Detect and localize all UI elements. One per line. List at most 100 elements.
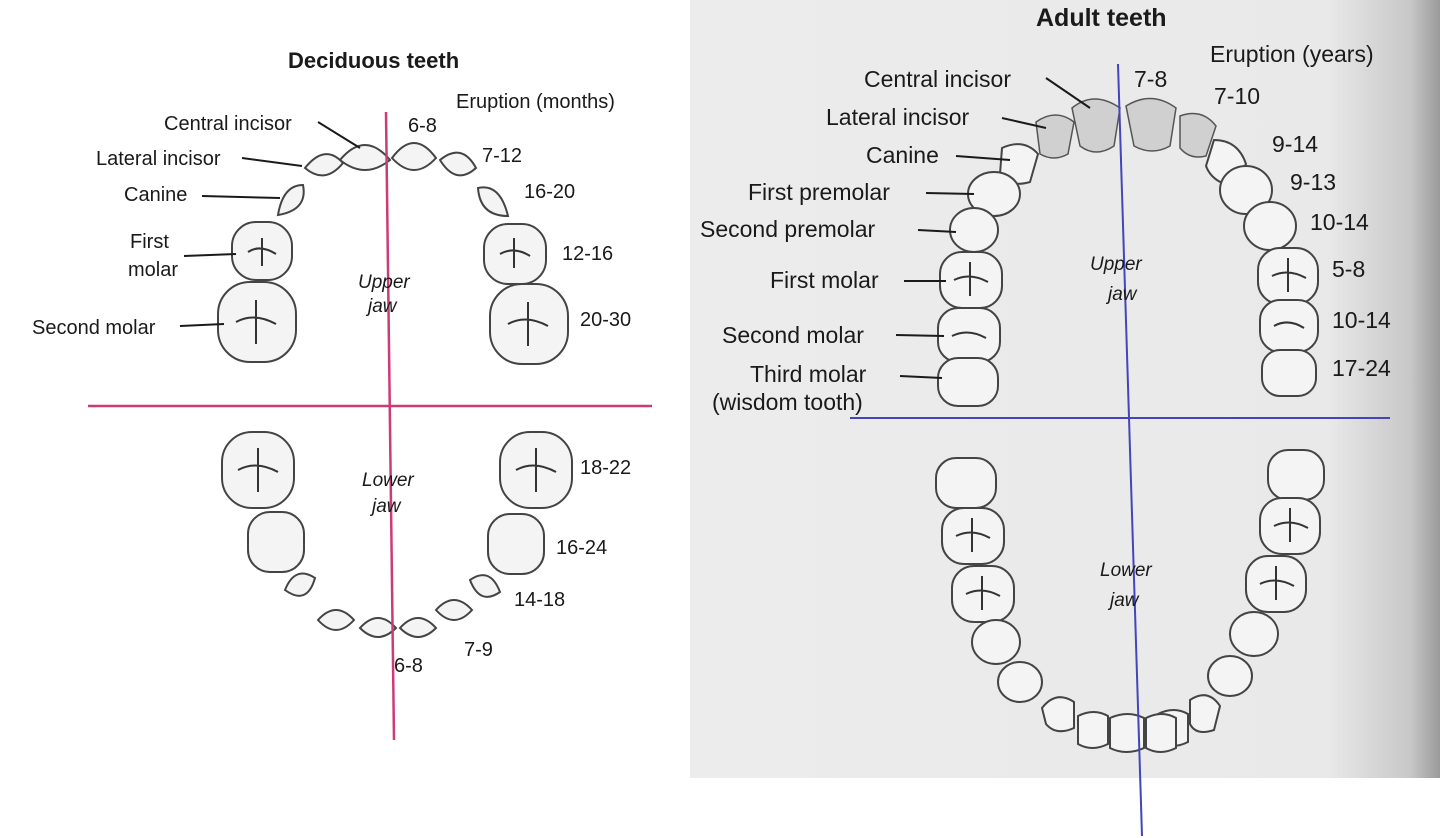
deciduous-lower-eruption-lateral-incisor: 7-9 (464, 639, 493, 661)
adult-eruption-second-molar: 10-14 (1332, 307, 1391, 333)
adult-title: Adult teeth (1036, 4, 1167, 32)
adult-eruption-first-premolar: 9-13 (1290, 169, 1336, 195)
deciduous-upper-jaw-label-line2: jaw (365, 296, 398, 317)
deciduous-lower-jaw-label-line1: Lower (362, 470, 414, 491)
fissure-line (507, 302, 549, 346)
deciduous-upper-eruption-canine: 16-20 (524, 181, 575, 203)
fissure-line (1271, 258, 1307, 292)
deciduous-label-second-molar: Second molar (32, 317, 156, 339)
tooth-lower-left-third-molar (935, 457, 997, 509)
leader-line (899, 375, 943, 379)
tooth-upper-left-second-molar (937, 307, 1001, 363)
leader-line (179, 323, 225, 327)
adult-upper-jaw-label-line2: jaw (1105, 284, 1138, 305)
fissure-line (235, 300, 277, 344)
leader-line (955, 155, 1011, 161)
adult-label-third-molar-line1: Third molar (750, 361, 867, 387)
adult-eruption-canine: 9-14 (1272, 131, 1318, 157)
deciduous-label-canine: Canine (124, 184, 187, 206)
tooth-upper-left-canine (276, 183, 305, 217)
tooth-upper-right-third-molar (1261, 349, 1317, 397)
tooth-lower-left-canine (283, 572, 317, 597)
tooth-upper-right-lateral-incisor (1179, 112, 1217, 158)
deciduous-upper-eruption-second-molar: 20-30 (580, 309, 631, 331)
deciduous-lower-eruption-central-incisor: 6-8 (394, 655, 423, 677)
deciduous-lower-eruption-canine: 14-18 (514, 589, 565, 611)
deciduous-upper-eruption-lateral-incisor: 7-12 (482, 145, 522, 167)
adult-label-second-molar: Second molar (722, 322, 864, 348)
deciduous-upper-arch (217, 142, 569, 365)
deciduous-upper-jaw-label-line1: Upper (358, 272, 410, 293)
tooth-upper-left-lateral-incisor (303, 153, 345, 177)
leader-line (201, 195, 281, 199)
fissure-line (951, 331, 987, 339)
adult-label-first-premolar: First premolar (748, 179, 890, 205)
leader-line (1045, 77, 1091, 109)
tooth-lower-left-lateral-incisor (1077, 711, 1109, 749)
tooth-lower-right-canine (1189, 694, 1222, 733)
leader-line (317, 121, 361, 149)
tooth-lower-right-canine (468, 574, 502, 598)
fissure-line (955, 518, 991, 552)
fissure-line (953, 262, 989, 296)
tooth-upper-right-central-incisor (390, 142, 438, 171)
adult-eruption-header: Eruption (years) (1210, 41, 1374, 67)
deciduous-eruption-header: Eruption (months) (456, 91, 615, 113)
tooth-lower-left-central-incisor (358, 617, 398, 638)
adult-upper-jaw-label-line1: Upper (1090, 254, 1142, 275)
adult-label-first-molar: First molar (770, 267, 879, 293)
adult-eruption-second-premolar: 10-14 (1310, 209, 1369, 235)
fissure-line (237, 448, 279, 492)
deciduous-label-lateral-incisor: Lateral incisor (96, 148, 221, 170)
fissure-line (247, 238, 277, 266)
deciduous-label-first-molar-line2: molar (128, 259, 178, 281)
tooth-lower-right-central-incisor (1145, 713, 1177, 753)
tooth-lower-right-central-incisor (398, 617, 438, 638)
adult-teeth-panel: Adult teeth Eruption (years) (690, 0, 1440, 838)
adult-label-canine: Canine (866, 142, 939, 168)
deciduous-label-first-molar-line1: First (130, 231, 169, 253)
leader-line (925, 192, 975, 195)
leader-line (895, 334, 945, 337)
deciduous-vertical-midline (384, 111, 396, 741)
adult-lower-jaw-label-line2: jaw (1107, 590, 1140, 611)
deciduous-title: Deciduous teeth (288, 48, 459, 73)
deciduous-lower-arch (221, 431, 573, 638)
adult-eruption-lateral-incisor: 7-10 (1214, 83, 1260, 109)
tooth-lower-right-lateral-incisor (434, 599, 474, 621)
tooth-upper-right-canine (476, 186, 510, 218)
tooth-lower-right-second-premolar (1229, 611, 1279, 657)
tooth-lower-left-first-molar (247, 511, 305, 573)
tooth-upper-right-second-molar (1259, 299, 1319, 353)
adult-label-third-molar-line2: (wisdom tooth) (712, 389, 863, 415)
tooth-upper-right-second-premolar (1243, 201, 1297, 251)
fissure-line (1273, 508, 1309, 542)
adult-lower-jaw-label-line1: Lower (1100, 560, 1152, 581)
tooth-upper-right-central-incisor (1125, 97, 1177, 152)
tooth-lower-left-first-premolar (997, 661, 1043, 703)
tooth-upper-left-central-incisor (338, 144, 392, 171)
tooth-upper-left-third-molar (937, 357, 999, 407)
adult-eruption-first-molar: 5-8 (1332, 256, 1365, 282)
adult-vertical-midline (1117, 63, 1143, 837)
tooth-lower-left-central-incisor (1109, 713, 1145, 753)
deciduous-lower-eruption-first-molar: 16-24 (556, 537, 607, 559)
tooth-upper-right-lateral-incisor (438, 151, 478, 177)
leader-line (241, 157, 303, 167)
tooth-upper-left-second-premolar (949, 207, 999, 253)
deciduous-teeth-panel: Deciduous teeth Eruption (months) (0, 0, 690, 838)
adult-label-second-premolar: Second premolar (700, 216, 875, 242)
fissure-line (1259, 566, 1295, 600)
leader-line (917, 229, 957, 233)
tooth-lower-left-second-premolar (971, 619, 1021, 665)
adult-upper-arch (937, 97, 1319, 407)
tooth-lower-right-first-molar (487, 513, 545, 575)
adult-eruption-central-incisor: 7-8 (1134, 66, 1167, 92)
deciduous-upper-eruption-central-incisor: 6-8 (408, 115, 437, 137)
fissure-line (1273, 321, 1305, 329)
leader-line (183, 253, 237, 257)
tooth-lower-left-lateral-incisor (316, 609, 356, 631)
tooth-lower-right-first-premolar (1207, 655, 1253, 697)
deciduous-lower-eruption-second-molar: 18-22 (580, 457, 631, 479)
fissure-line (499, 238, 531, 268)
